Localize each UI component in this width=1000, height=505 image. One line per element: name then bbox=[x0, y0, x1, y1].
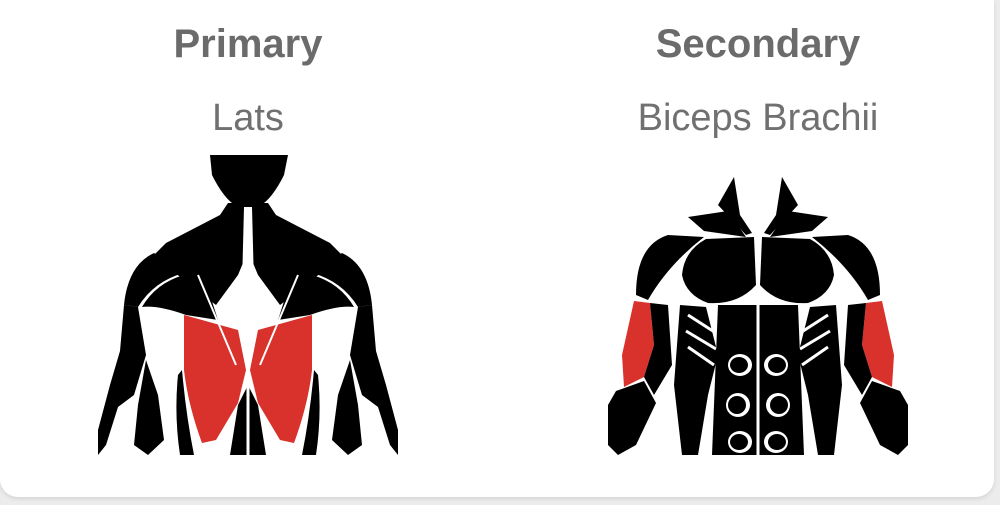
right-forearm-shape bbox=[332, 360, 362, 455]
right-shoulder-shape bbox=[812, 235, 880, 300]
back-muscle-illustration bbox=[98, 155, 398, 455]
muscle-summary-card: Primary Lats bbox=[0, 0, 994, 497]
left-biceps-highlight bbox=[622, 301, 654, 387]
right-upper-back-shape bbox=[278, 275, 354, 320]
left-forearm-front-shape bbox=[608, 381, 656, 455]
right-forearm-front-shape bbox=[860, 381, 908, 455]
front-muscle-illustration bbox=[608, 177, 908, 455]
secondary-muscle-name: Biceps Brachii bbox=[637, 97, 879, 139]
left-oblique-front-shape bbox=[674, 305, 718, 455]
front-muscle-diagram bbox=[608, 155, 908, 460]
left-oblique-shape bbox=[176, 370, 194, 455]
primary-muscle-column: Primary Lats bbox=[48, 0, 448, 470]
back-traps-shape bbox=[154, 203, 342, 305]
left-trap-front-shape bbox=[688, 211, 746, 237]
left-arm-shape bbox=[98, 305, 146, 455]
left-forearm-shape bbox=[134, 360, 164, 455]
left-upper-back-shape bbox=[142, 275, 218, 320]
right-triceps-shape bbox=[844, 303, 872, 395]
right-biceps-highlight bbox=[862, 301, 894, 387]
right-oblique-shape bbox=[302, 370, 320, 455]
left-deltoid-shape bbox=[124, 253, 184, 307]
left-triceps-shape bbox=[644, 303, 672, 395]
right-oblique-front-shape bbox=[798, 305, 842, 455]
left-shoulder-shape bbox=[636, 235, 704, 300]
right-deltoid-shape bbox=[312, 253, 372, 307]
left-pec-shape bbox=[682, 237, 756, 304]
back-head-shape bbox=[210, 155, 288, 203]
right-arm-shape bbox=[350, 305, 398, 455]
primary-heading: Primary bbox=[173, 22, 323, 66]
right-lat-highlight bbox=[250, 315, 312, 443]
secondary-heading: Secondary bbox=[655, 22, 861, 66]
left-lat-highlight bbox=[184, 315, 246, 443]
primary-muscle-name: Lats bbox=[212, 97, 284, 139]
back-muscle-diagram bbox=[98, 155, 398, 460]
right-neck-shape bbox=[764, 177, 798, 235]
left-neck-shape bbox=[718, 177, 752, 235]
right-pec-shape bbox=[760, 237, 834, 304]
secondary-muscle-column: Secondary Biceps Brachii bbox=[558, 0, 958, 470]
right-trap-front-shape bbox=[770, 211, 828, 237]
